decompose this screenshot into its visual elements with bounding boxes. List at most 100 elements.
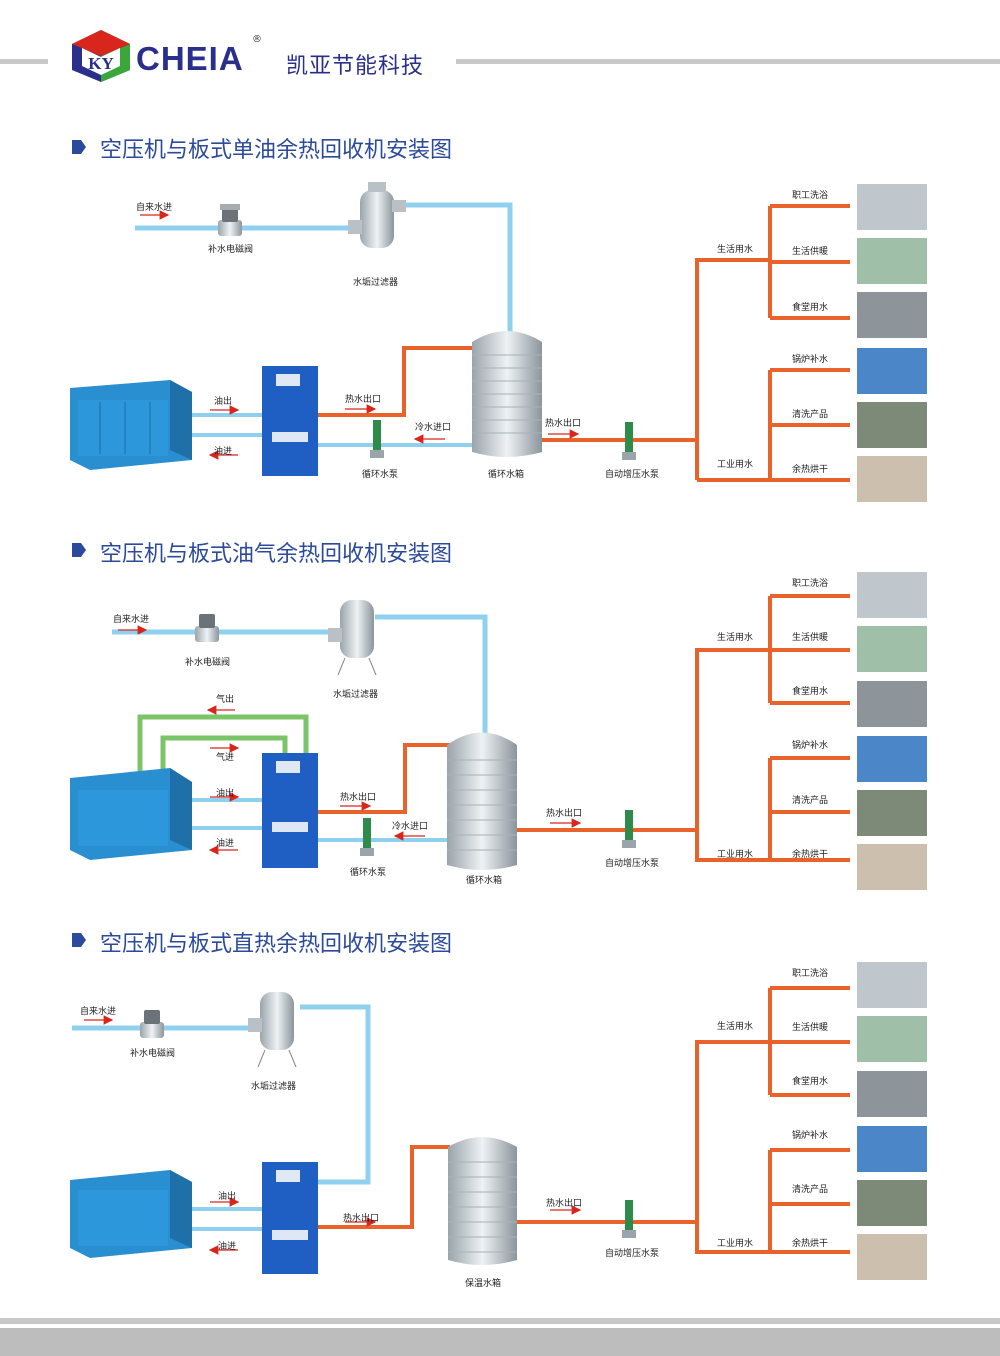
dest-label: 食堂用水 bbox=[792, 685, 828, 697]
filter-label: 水垢过滤器 bbox=[333, 688, 378, 700]
header-rule-right bbox=[456, 59, 1000, 64]
hot-out-tank-label: 热水出口 bbox=[546, 1197, 582, 1209]
solenoid-valve-icon bbox=[218, 204, 242, 236]
circulation-pump-icon bbox=[360, 818, 374, 856]
domestic-label: 生活用水 bbox=[717, 1020, 753, 1032]
insulated-tank-icon bbox=[448, 1137, 517, 1265]
oil-out-label: 油出 bbox=[218, 1190, 236, 1202]
industrial-label: 工业用水 bbox=[717, 848, 753, 860]
dest-label: 职工洗浴 bbox=[792, 967, 828, 979]
gas-in-label: 气进 bbox=[216, 751, 234, 763]
air-compressor-icon bbox=[70, 380, 192, 470]
cold-in-label: 冷水进口 bbox=[415, 421, 451, 433]
diagram-single-oil: 自来水进 补水电磁阀 水垢过滤器 油出 油进 热水出口 冷水进口 bbox=[0, 170, 1000, 560]
water-in-label: 自来水进 bbox=[80, 1005, 116, 1017]
circulation-tank-icon bbox=[472, 331, 542, 457]
gas-out-label: 气出 bbox=[216, 693, 234, 705]
hot-out-tank-label: 热水出口 bbox=[545, 417, 581, 429]
section-bullet-icon bbox=[72, 543, 86, 557]
dest-label: 职工洗浴 bbox=[792, 189, 828, 201]
company-logo-icon: KY bbox=[72, 30, 130, 82]
dest-label: 食堂用水 bbox=[792, 301, 828, 313]
company-name: 凯亚节能科技 bbox=[286, 54, 425, 79]
destination-photo bbox=[857, 572, 927, 890]
section-title-2: 空压机与板式油气余热回收机安装图 bbox=[100, 542, 453, 567]
section-bullet-icon bbox=[72, 140, 86, 154]
air-compressor-icon bbox=[70, 768, 192, 860]
hot-water-pipe bbox=[318, 346, 475, 417]
footer-rule bbox=[0, 1318, 1000, 1324]
section-title-1: 空压机与板式单油余热回收机安装图 bbox=[100, 138, 453, 163]
dest-label: 锅炉补水 bbox=[792, 739, 828, 751]
booster-pump-icon bbox=[622, 422, 636, 460]
tank-label: 循环水箱 bbox=[466, 874, 502, 886]
dest-label: 食堂用水 bbox=[792, 1075, 828, 1087]
booster-label: 自动增压水泵 bbox=[605, 857, 659, 869]
dest-label: 清洗产品 bbox=[792, 1183, 828, 1195]
hot-out-tank-label: 热水出口 bbox=[546, 807, 582, 819]
dest-label: 余热烘干 bbox=[792, 1237, 828, 1249]
scale-filter-icon bbox=[328, 600, 377, 676]
hot-out-unit-label: 热水出口 bbox=[340, 791, 376, 803]
hot-out-unit-label: 热水出口 bbox=[345, 393, 381, 405]
dest-label: 生活供暖 bbox=[792, 631, 828, 643]
industrial-label: 工业用水 bbox=[717, 458, 753, 470]
svg-text:KY: KY bbox=[88, 54, 114, 73]
booster-pump-icon bbox=[622, 1200, 636, 1238]
hot-out-unit-label: 热水出口 bbox=[343, 1212, 379, 1224]
diagram-direct-heat: 自来水进 补水电磁阀 水垢过滤器 油出 油进 热水出口 保温水箱 热水出口 自动… bbox=[0, 952, 1000, 1342]
header-rule-left bbox=[0, 59, 48, 64]
scale-filter-icon bbox=[348, 182, 406, 248]
heat-recovery-unit-icon bbox=[262, 1162, 318, 1274]
dest-label: 余热烘干 bbox=[792, 463, 828, 475]
destination-photo bbox=[857, 184, 927, 502]
dest-label: 锅炉补水 bbox=[792, 1129, 828, 1141]
tank-label: 保温水箱 bbox=[465, 1277, 501, 1289]
tank-label: 循环水箱 bbox=[488, 468, 524, 480]
oil-in-label: 油进 bbox=[216, 837, 234, 849]
section-title-3: 空压机与板式直热余热回收机安装图 bbox=[100, 932, 453, 957]
solenoid-valve-icon bbox=[140, 1010, 164, 1038]
booster-label: 自动增压水泵 bbox=[605, 1247, 659, 1259]
valve-label: 补水电磁阀 bbox=[185, 656, 230, 668]
circulation-pump-icon bbox=[370, 420, 384, 458]
valve-label: 补水电磁阀 bbox=[130, 1047, 175, 1059]
filter-label: 水垢过滤器 bbox=[353, 276, 398, 288]
solenoid-valve-icon bbox=[195, 614, 219, 642]
footer-band bbox=[0, 1328, 1000, 1356]
oil-out-label: 油出 bbox=[214, 395, 232, 407]
pump-label: 循环水泵 bbox=[362, 468, 398, 480]
domestic-label: 生活用水 bbox=[717, 243, 753, 255]
dest-label: 清洗产品 bbox=[792, 794, 828, 806]
oil-in-label: 油进 bbox=[218, 1240, 236, 1252]
cold-in-label: 冷水进口 bbox=[392, 820, 428, 832]
industrial-label: 工业用水 bbox=[717, 1237, 753, 1249]
registered-mark: ® bbox=[252, 34, 262, 45]
booster-label: 自动增压水泵 bbox=[605, 468, 659, 480]
section-bullet-icon bbox=[72, 933, 86, 947]
oil-out-label: 油出 bbox=[216, 787, 234, 799]
dest-label: 锅炉补水 bbox=[792, 353, 828, 365]
circulation-tank-icon bbox=[447, 732, 517, 870]
destination-photo bbox=[857, 962, 927, 1280]
water-in-label: 自来水进 bbox=[136, 201, 172, 213]
scale-filter-icon bbox=[248, 992, 297, 1068]
booster-pump-icon bbox=[622, 810, 636, 848]
dest-label: 生活供暖 bbox=[792, 1021, 828, 1033]
pump-label: 循环水泵 bbox=[350, 866, 386, 878]
heat-recovery-unit-icon bbox=[262, 753, 318, 868]
dest-label: 余热烘干 bbox=[792, 848, 828, 860]
brand-name: CHEIA bbox=[136, 40, 244, 77]
dest-label: 职工洗浴 bbox=[792, 577, 828, 589]
water-in-label: 自来水进 bbox=[113, 613, 149, 625]
filter-label: 水垢过滤器 bbox=[251, 1080, 296, 1092]
cold-water-pipe bbox=[395, 202, 513, 335]
valve-label: 补水电磁阀 bbox=[208, 243, 253, 255]
air-compressor-icon bbox=[70, 1170, 192, 1258]
hot-water-pipe bbox=[542, 258, 770, 442]
heat-recovery-unit-icon bbox=[262, 366, 318, 476]
diagram-oil-gas: 自来水进 补水电磁阀 水垢过滤器 气出 气进 油出 油进 热水出口 冷水进口 循… bbox=[0, 560, 1000, 950]
oil-in-label: 油进 bbox=[214, 445, 232, 457]
domestic-label: 生活用水 bbox=[717, 631, 753, 643]
dest-label: 生活供暖 bbox=[792, 245, 828, 257]
